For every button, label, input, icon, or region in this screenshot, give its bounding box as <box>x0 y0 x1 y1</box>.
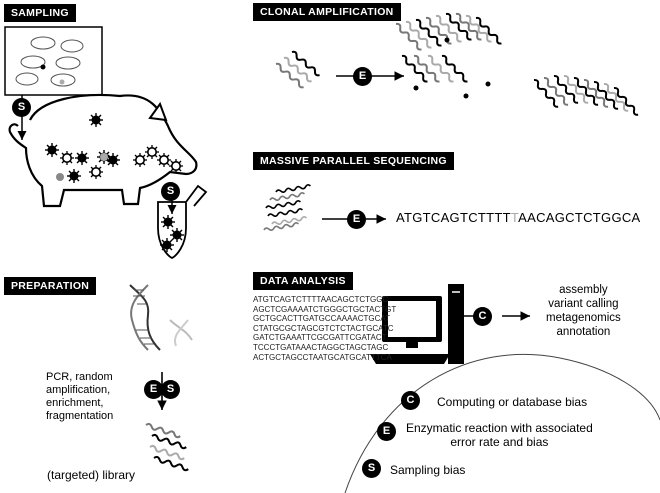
section-clonal-amplification: CLONAL AMPLIFICATION <box>253 3 401 21</box>
read-line-3: GCTGCACTTGATGCCAAAACTGCAT <box>253 314 391 324</box>
legend-s-text: Sampling bias <box>390 463 466 477</box>
read-line-1: ATGTCAGTCTTTTAACAGCTCTGGC <box>253 295 389 304</box>
enzymatic-symbol-sequencing: E <box>347 210 366 229</box>
section-data-analysis: DATA ANALYSIS <box>253 272 353 290</box>
sequence-variant: T <box>510 210 519 225</box>
enzymatic-symbol-clonal: E <box>353 67 372 86</box>
sequence-output: ATGTCAGTCTTTTTAACAGCTCTGGCA <box>396 210 641 225</box>
section-sampling: SAMPLING <box>4 4 76 22</box>
enzymatic-symbol-preparation: E <box>144 380 163 399</box>
prep-step-2: amplification, <box>46 384 111 396</box>
clonal-amplified-reads <box>393 11 504 84</box>
computer-icon <box>370 284 464 364</box>
read-line-5: GATCTGAAATTCGCGATTCGATACT <box>253 333 387 343</box>
legend-s-symbol: S <box>362 459 381 478</box>
prep-step-4: fragmentation <box>46 410 114 422</box>
sampling-bias-symbol-preparation: S <box>161 380 180 399</box>
section-massive-parallel-sequencing: MASSIVE PARALLEL SEQUENCING <box>253 152 454 170</box>
legend-c-symbol: C <box>401 391 420 410</box>
dna-helices <box>129 284 193 351</box>
read-line-4: CTATGCGCTAGCGTCTCTACTGCATC <box>253 323 394 333</box>
read-line-2: AGCTCGAAAATCTGGGCTGCTACTGT <box>253 304 397 314</box>
output-annotation: annotation <box>556 326 611 338</box>
sampling-bias-symbol-2: S <box>161 182 180 201</box>
read-line-6: TCCCTGATAAACTAGGCTAGCTAGC <box>253 342 389 352</box>
small-pigs <box>15 36 84 87</box>
computing-symbol-analysis: C <box>473 307 492 326</box>
legend-e-line-2: error rate and bias <box>450 435 549 449</box>
sequence-right: AACAGCTCTGGCA <box>518 210 641 225</box>
read-block: ATGTCAGTCTTTTAACAGCTCTGGC AGCTCGAAAATCTG… <box>253 295 396 362</box>
legend-e-symbol: E <box>377 422 396 441</box>
legend-e-text: Enzymatic reaction with associated error… <box>406 421 593 449</box>
legend-e-line-1: Enzymatic reaction with associated <box>406 421 593 435</box>
library-reads <box>144 422 190 473</box>
output-assembly: assembly <box>559 284 608 296</box>
prep-step-1: PCR, random <box>46 371 113 383</box>
sampling-bias-symbol-1: S <box>12 98 31 117</box>
farm-inset-box <box>4 26 103 96</box>
output-variant-calling: variant calling <box>548 298 619 310</box>
read-line-7: ACTGCTAGCCTAATGCATGCATTTCA <box>253 352 392 362</box>
clonal-sorted-reads <box>531 73 641 118</box>
prep-step-3: enrichment, <box>46 397 104 409</box>
section-preparation: PREPARATION <box>4 277 97 295</box>
legend-c-text: Computing or database bias <box>437 395 588 409</box>
preparation-steps: PCR, random amplification, enrichment, f… <box>46 371 113 423</box>
analysis-outputs: assembly variant calling metagenomics an… <box>546 283 621 339</box>
sequencing-reads <box>262 183 312 233</box>
library-label: (targeted) library <box>47 468 136 482</box>
clonal-input-reads <box>273 49 322 90</box>
output-metagenomics: metagenomics <box>546 312 621 324</box>
sequence-left: ATGTCAGTCTTTT <box>396 210 511 225</box>
